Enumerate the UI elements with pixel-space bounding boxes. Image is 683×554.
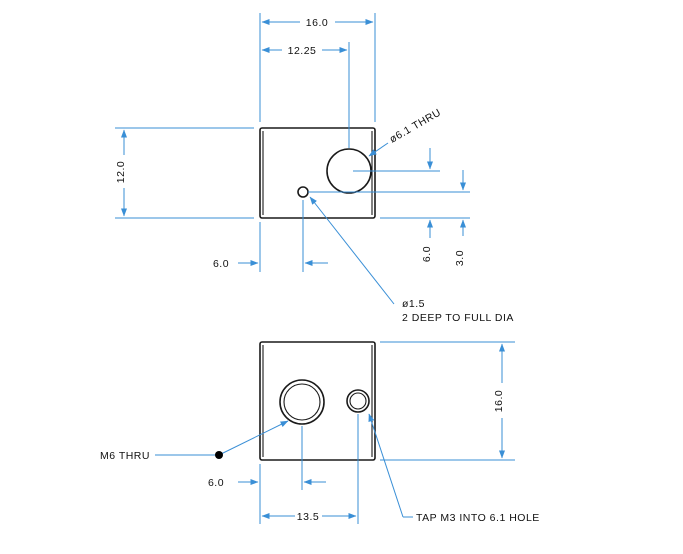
m6-callout: M6 THRU bbox=[100, 450, 150, 462]
bottom-view-outline bbox=[259, 341, 376, 461]
dim-top-small-hole-y: 6.0 bbox=[421, 246, 433, 262]
m3-tap-hole-outer-circle bbox=[346, 389, 370, 413]
m3-tap-hole-inner-circle bbox=[349, 392, 367, 410]
dim-bottom-hole-x: 6.0 bbox=[208, 477, 224, 489]
dim-top-hole-x: 12.25 bbox=[288, 45, 317, 57]
m6-hole-inner-circle bbox=[283, 383, 321, 421]
m6-hole-outer-circle bbox=[279, 379, 325, 425]
tap-callout: TAP M3 INTO 6.1 HOLE bbox=[416, 512, 540, 524]
dim-top-width: 16.0 bbox=[306, 17, 328, 29]
small-hole-circle bbox=[297, 186, 309, 198]
small-hole-callout-line1: ø1.5 bbox=[402, 298, 425, 310]
dim-bottom-tap-x: 13.5 bbox=[297, 511, 319, 523]
dim-top-large-hole-y: 3.0 bbox=[454, 250, 466, 266]
top-view-outline bbox=[259, 127, 376, 219]
dim-top-small-hole-x: 6.0 bbox=[213, 258, 229, 270]
large-hole-callout: ø6.1 THRU bbox=[388, 107, 444, 146]
dim-bottom-height: 16.0 bbox=[493, 390, 505, 412]
dim-top-height: 12.0 bbox=[115, 161, 127, 183]
top-view: 16.0 12.25 12.0 6.0 6.0 3.0 ø6.1 THRU bbox=[115, 13, 514, 324]
bottom-view: 16.0 6.0 13.5 M6 THRU TAP M3 INTO 6.1 HO… bbox=[100, 341, 540, 524]
small-hole-callout-line2: 2 DEEP TO FULL DIA bbox=[402, 312, 514, 324]
m6-leader-dot bbox=[215, 451, 223, 459]
